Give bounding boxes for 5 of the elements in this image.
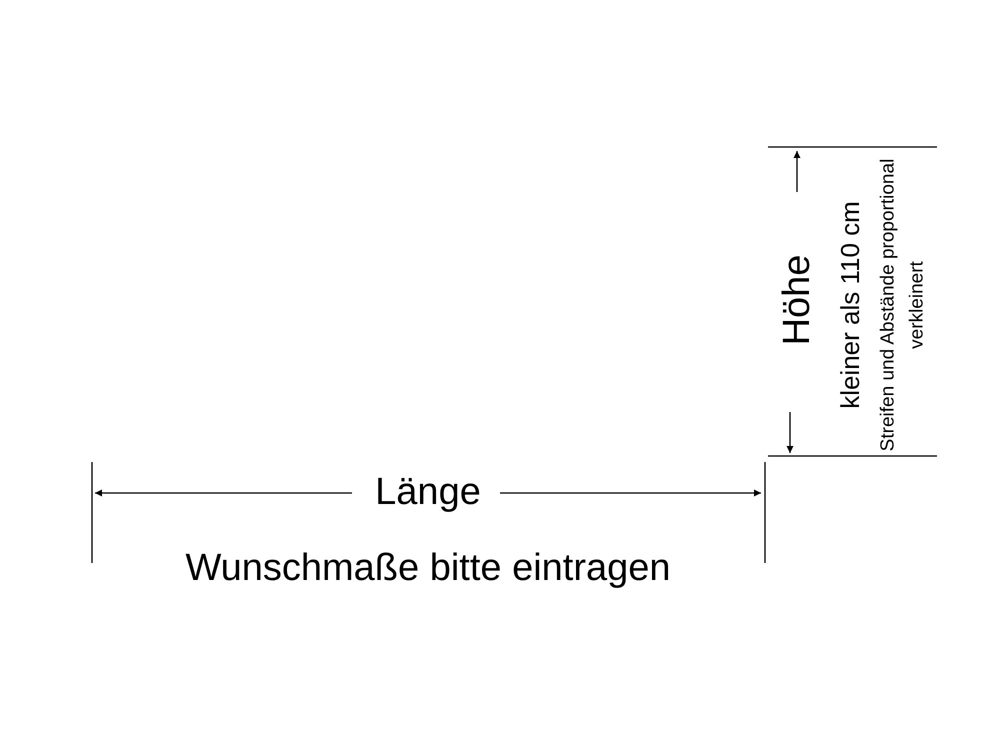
note-text: Streifen und Abstände proportional verkleinert [876,158,928,454]
dimension-label: Höhe [778,254,816,346]
dimension-note: kleiner als 110 cm [837,201,863,409]
instruction-text: Wunschmaße bitte eintragen [185,549,671,587]
dimension-label: Länge [375,473,481,511]
